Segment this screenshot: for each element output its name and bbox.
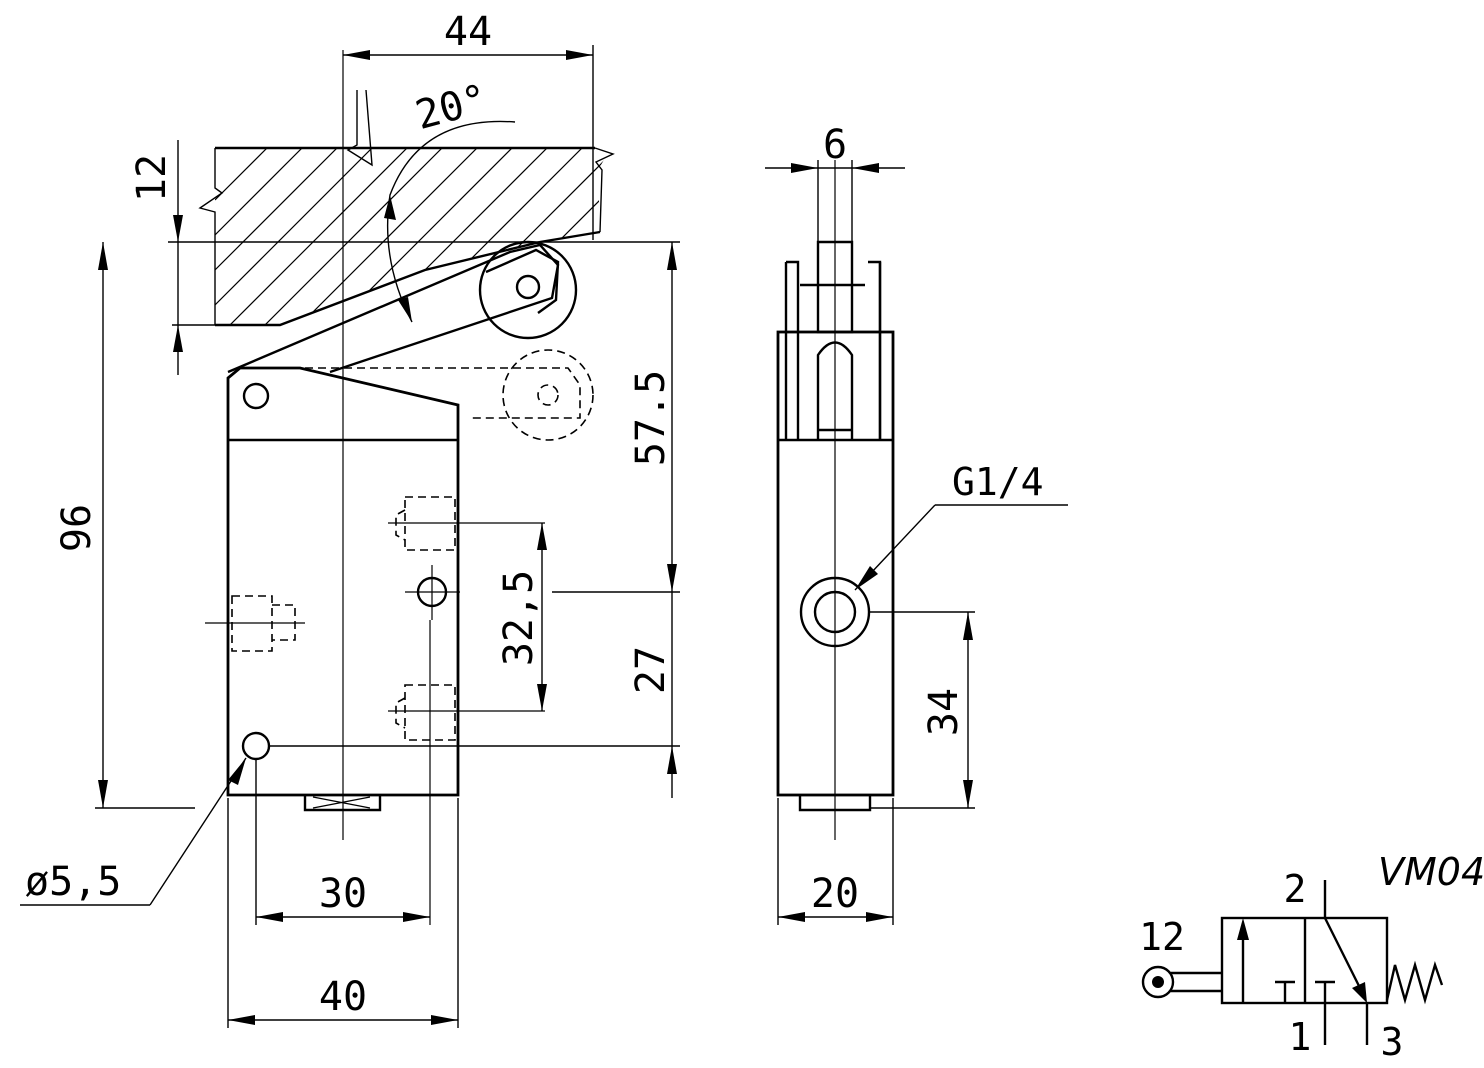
- dim-hole: ø5,5: [20, 757, 247, 906]
- side-view: 6 G1/4 34 20: [765, 122, 1068, 925]
- dim-40: 40: [227, 798, 459, 1028]
- dim-27-label: 27: [628, 646, 674, 694]
- port-12-label: 12: [1139, 915, 1185, 959]
- front-view: 44 20° 12 96: [20, 9, 680, 1028]
- dim-57-5-label: 57.5: [628, 370, 674, 466]
- dim-6-label: 6: [823, 122, 847, 168]
- port-1-label: 1: [1289, 1015, 1312, 1059]
- dim-27: 27: [270, 592, 680, 798]
- dim-44-label: 44: [444, 9, 492, 55]
- thread-label: G1/4: [952, 460, 1044, 504]
- dim-34: 34: [870, 611, 975, 809]
- dim-30-label: 30: [319, 871, 367, 917]
- dim-6: 6: [765, 122, 905, 242]
- port-3-label: 3: [1381, 1020, 1404, 1064]
- dim-12-label: 12: [129, 154, 175, 202]
- dim-thread: G1/4: [854, 460, 1068, 591]
- dim-40-label: 40: [319, 974, 367, 1020]
- dim-44: 44: [343, 9, 594, 240]
- dim-12: 12: [129, 140, 680, 375]
- dim-angle-label: 20°: [411, 76, 493, 139]
- lever-roller-rest: [305, 349, 594, 441]
- dim-57-5: 57.5: [552, 242, 680, 593]
- dim-96-label: 96: [54, 504, 100, 552]
- dim-34-label: 34: [921, 688, 967, 736]
- dim-hole-label: ø5,5: [25, 859, 121, 905]
- model-code: VM04: [1378, 850, 1484, 894]
- valve-symbol: VM04 2 12 1 3: [1139, 850, 1484, 1064]
- dim-20: 20: [777, 798, 894, 925]
- dim-32-5: 32,5: [496, 523, 547, 711]
- dim-30: 30: [255, 760, 430, 925]
- dim-20-label: 20: [811, 871, 859, 917]
- dim-32-5-label: 32,5: [496, 570, 542, 666]
- dim-96: 96: [54, 242, 195, 809]
- lever-roller-actuated: [227, 240, 578, 374]
- port-2-label: 2: [1284, 867, 1307, 911]
- valve-body: [205, 50, 545, 925]
